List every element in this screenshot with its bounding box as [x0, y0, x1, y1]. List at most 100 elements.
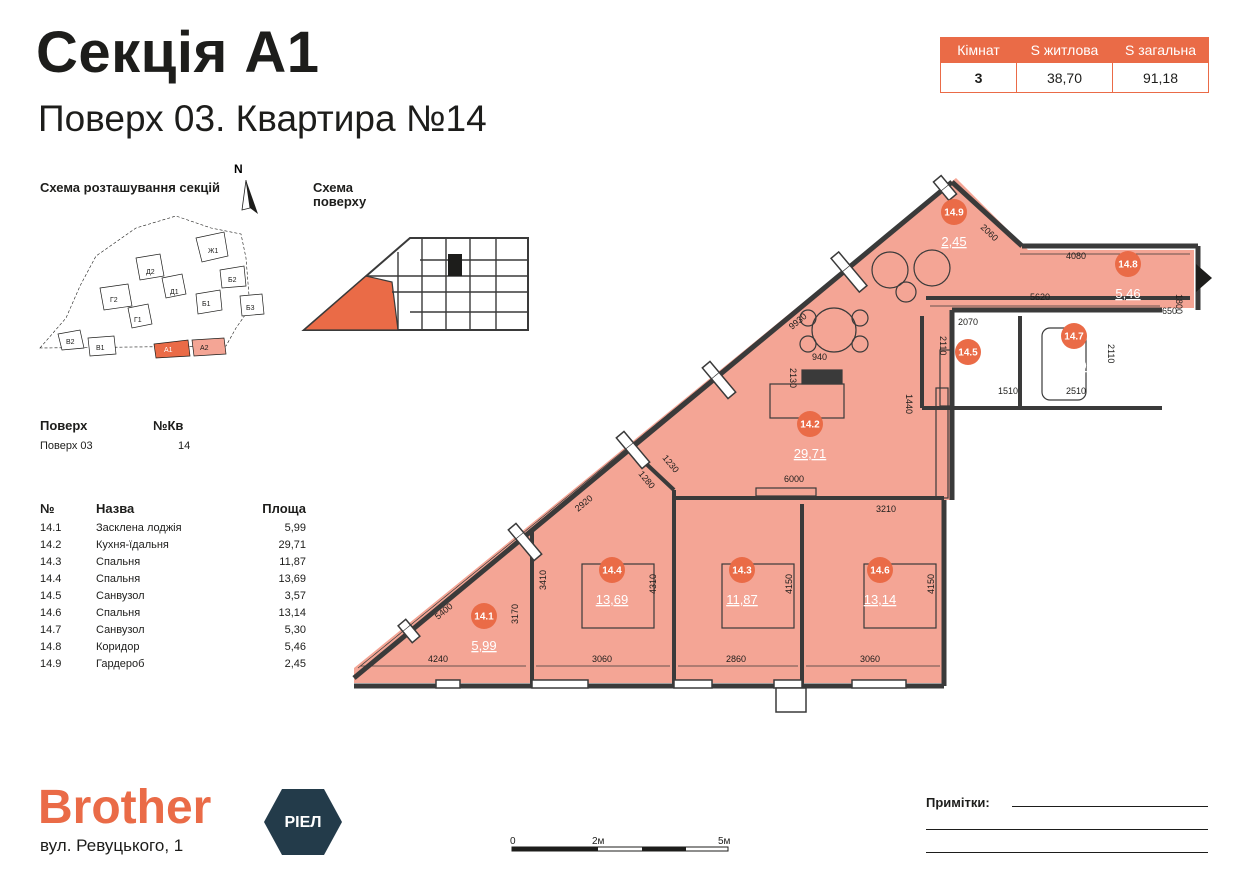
- room-badge: [797, 411, 823, 437]
- room-area: 2,45: [284, 658, 306, 670]
- room-area: 29,71: [278, 539, 306, 551]
- room-area: 3,57: [284, 590, 306, 602]
- section-label-d1: Д1: [170, 289, 179, 296]
- floor-header: Поверх: [40, 418, 88, 433]
- room-number: 14.3: [40, 556, 62, 568]
- room-badge: [1061, 323, 1087, 349]
- room-badge: [941, 199, 967, 225]
- room-number: 14.1: [40, 522, 62, 534]
- room-name: Спальня: [96, 556, 141, 568]
- brand-address: вул. Ревуцького, 1: [40, 836, 184, 855]
- room-area: 5,46: [284, 641, 306, 653]
- section-label-a2: А2: [200, 345, 209, 352]
- dim-label: 4150: [784, 574, 794, 594]
- brand-badge-text: РІЕЛ: [284, 814, 321, 831]
- summary-rooms-value: 3: [940, 62, 1017, 93]
- scale-bar: 0 2м 5м: [510, 836, 731, 852]
- dim-label: 1440: [904, 394, 914, 414]
- rooms-table-row: 14.3 Спальня 11,87: [40, 556, 306, 573]
- dim-label: 2070: [958, 317, 978, 327]
- room-badge: [1115, 251, 1141, 277]
- room-name: Засклена лоджія: [96, 522, 182, 534]
- room-name: Спальня: [96, 607, 141, 619]
- scale-label: 5м: [718, 836, 731, 847]
- dim-label: 4150: [926, 574, 936, 594]
- room-badge: [867, 557, 893, 583]
- floor-value: Поверх 03: [40, 440, 93, 452]
- section-label-g1: Г1: [134, 317, 142, 324]
- room-number-label: 14.3: [732, 566, 752, 577]
- summary-living-area-value: 38,70: [1016, 62, 1113, 93]
- rooms-header-area: Площа: [262, 501, 306, 516]
- notes-line: [926, 829, 1208, 830]
- room-number: 14.8: [40, 641, 62, 653]
- page-title: Секція А1: [36, 20, 320, 85]
- apartment-summary-table: Кімнат S житлова S загальна 3 38,70 91,1…: [940, 37, 1209, 93]
- section-label-b1: Б1: [202, 301, 211, 308]
- compass-icon: [241, 179, 258, 214]
- room-area: 5,30: [284, 624, 306, 636]
- room-name: Кухня-їдальня: [96, 539, 169, 551]
- room-name: Санвузол: [96, 590, 145, 602]
- room-badge: [471, 603, 497, 629]
- summary-header-total-area: S загальна: [1112, 37, 1209, 63]
- room-number-label: 14.1: [474, 612, 494, 623]
- room-area-label: 5,30: [1061, 358, 1086, 373]
- room-area-label: 13,69: [596, 592, 629, 607]
- summary-value-row: 3 38,70 91,18: [940, 62, 1209, 93]
- room-number-label: 14.7: [1064, 332, 1084, 343]
- dim-label: 2130: [788, 368, 798, 388]
- floor-scheme-label: Схема поверху: [313, 180, 367, 209]
- dim-label: 3060: [592, 654, 612, 664]
- notes-line: [926, 852, 1208, 853]
- entrance-arrow-icon: [1196, 264, 1212, 292]
- room-number-label: 14.9: [944, 208, 964, 219]
- dim-label: 2110: [1106, 344, 1116, 363]
- room-area-label: 29,71: [794, 446, 827, 461]
- summary-header-row: Кімнат S житлова S загальна: [940, 37, 1209, 63]
- room-number: 14.9: [40, 658, 62, 670]
- room-number-label: 14.2: [800, 420, 820, 431]
- room-name: Санвузол: [96, 624, 145, 636]
- room-area-label: 2,45: [941, 234, 966, 249]
- brand-badge: РІЕЛ: [264, 789, 342, 855]
- apartment-number-value: 14: [178, 440, 191, 452]
- room-badge: [955, 339, 981, 365]
- dim-label: 940: [812, 352, 827, 362]
- section-label-g2: Г2: [110, 297, 118, 304]
- room-area-label: 5,46: [1115, 286, 1140, 301]
- room-number: 14.2: [40, 539, 62, 551]
- room-number-label: 14.8: [1118, 260, 1138, 271]
- rooms-table-header: № Назва Площа: [40, 501, 306, 519]
- section-label-b3: Б3: [246, 305, 255, 312]
- room-area-label: 5,99: [471, 638, 496, 653]
- room-area: 13,69: [278, 573, 306, 585]
- room-area-label: 11,87: [726, 592, 758, 607]
- rooms-table-row: 14.4 Спальня 13,69: [40, 573, 306, 590]
- room-area-label: 13,14: [864, 592, 897, 607]
- rooms-table-row: 14.8 Коридор 5,46: [40, 641, 306, 658]
- section-label-b2: Б2: [228, 277, 237, 284]
- section-label-d2: Д2: [146, 269, 155, 276]
- summary-header-living-area: S житлова: [1016, 37, 1113, 63]
- floor-scheme-diagram: [301, 237, 529, 331]
- room-name: Коридор: [96, 641, 140, 653]
- notes-line: [1012, 806, 1208, 807]
- room-name: Спальня: [96, 573, 141, 585]
- dim-label: 3210: [876, 504, 896, 514]
- room-area: 11,87: [279, 556, 306, 568]
- room-area-label: 3,57: [955, 374, 980, 389]
- sections-site-plan: N Ж1 Д2 Д1 Г2 Г1 Б2 Б1 Б3 В2 В1 А1 А2: [39, 162, 265, 359]
- dim-label: 3410: [538, 570, 548, 590]
- summary-header-rooms: Кімнат: [940, 37, 1017, 63]
- summary-total-area-value: 91,18: [1112, 62, 1209, 93]
- dim-label: 2510: [1066, 386, 1086, 396]
- room-number: 14.4: [40, 573, 62, 585]
- dim-label: 4080: [1066, 251, 1086, 261]
- room-number: 14.7: [40, 624, 62, 636]
- dim-label: 4240: [428, 654, 448, 664]
